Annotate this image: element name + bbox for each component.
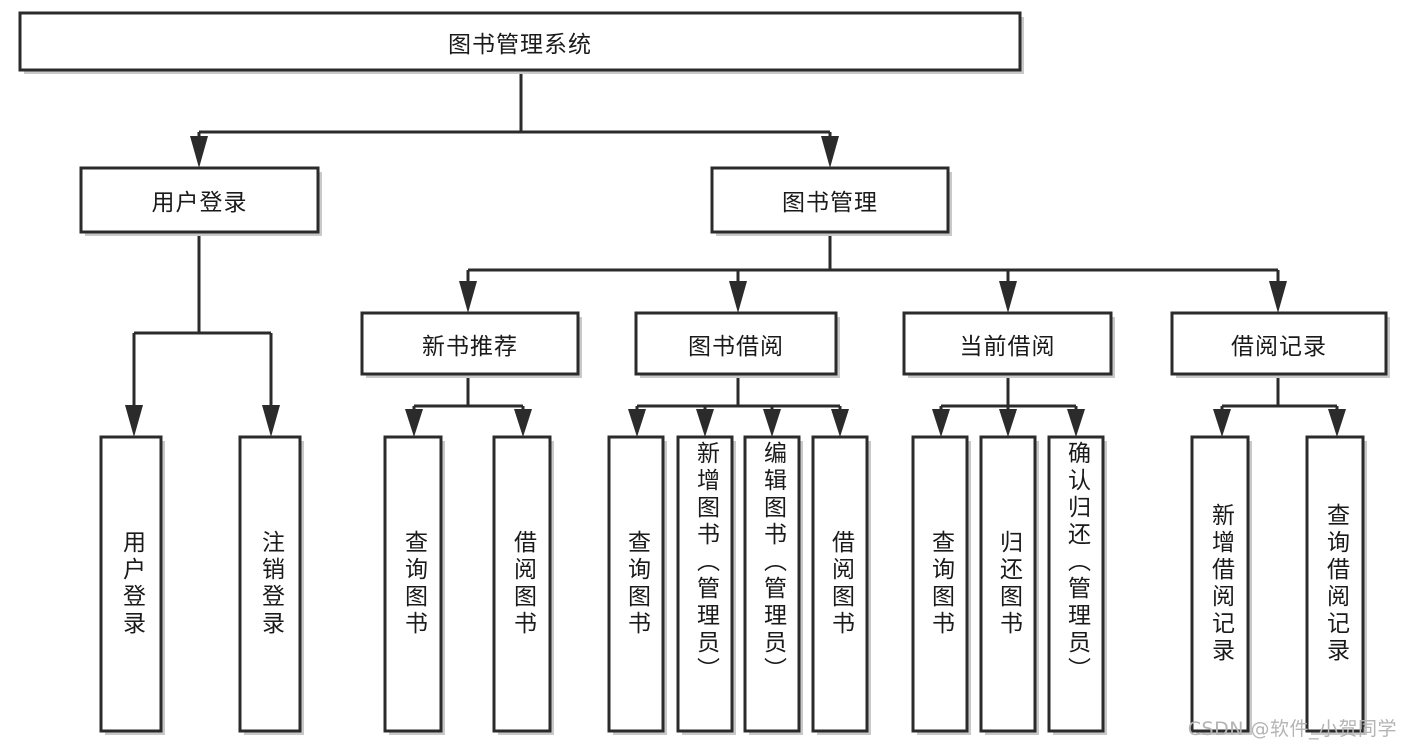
node-box-leaf-query-book-1[interactable]	[383, 435, 445, 735]
node-box-leaf-logout[interactable]	[238, 435, 304, 735]
node-box-new-book-recommend[interactable]	[360, 311, 582, 378]
node-box-leaf-query-record[interactable]	[1305, 435, 1367, 735]
node-box-book-borrow[interactable]	[634, 311, 840, 378]
arrow-head-icon	[459, 281, 477, 313]
node-box-leaf-query-book-2[interactable]	[607, 435, 667, 735]
node-box-current-borrow[interactable]	[902, 311, 1115, 378]
node-box-leaf-borrow-book-2[interactable]	[811, 435, 871, 735]
node-box-leaf-query-book-3[interactable]	[911, 435, 971, 735]
arrow-head-icon	[1328, 409, 1346, 437]
node-box-leaf-confirm-return[interactable]	[1047, 435, 1107, 735]
arrow-head-icon	[405, 409, 423, 437]
node-box-leaf-add-book[interactable]	[676, 435, 736, 735]
arrow-head-icon	[190, 136, 208, 168]
arrow-head-icon	[763, 409, 781, 437]
arrow-head-icon	[628, 409, 646, 437]
node-box-leaf-user-login[interactable]	[99, 435, 165, 735]
arrow-head-icon	[831, 409, 849, 437]
connector-book-management-to-level2	[459, 232, 1287, 313]
watermark-text: CSDN @软件_小贺同学	[1187, 718, 1397, 740]
connector-user-login-to-leaves	[125, 232, 280, 437]
node-box-user-login[interactable]	[79, 166, 322, 236]
connector-root-to-level1	[190, 70, 839, 168]
node-box-leaf-add-record[interactable]	[1190, 435, 1252, 735]
arrow-head-icon	[1213, 409, 1231, 437]
node-box-leaf-edit-book[interactable]	[743, 435, 803, 735]
node-box-leaf-borrow-book-1[interactable]	[492, 435, 554, 735]
node-box-borrow-record[interactable]	[1170, 311, 1390, 378]
arrow-head-icon	[821, 136, 839, 168]
connector-borrow-record-to-leaves	[1213, 374, 1346, 437]
arrow-head-icon	[125, 405, 143, 437]
arrow-head-icon	[999, 409, 1017, 437]
arrow-head-icon	[932, 409, 950, 437]
arrow-head-icon	[729, 281, 747, 313]
arrow-head-icon	[514, 409, 532, 437]
arrow-head-icon	[1067, 409, 1085, 437]
arrow-head-icon	[262, 405, 280, 437]
arrow-head-icon	[696, 409, 714, 437]
connector-current-borrow-to-leaves	[932, 374, 1085, 437]
arrow-head-icon	[999, 281, 1017, 313]
node-box-leaf-return-book[interactable]	[979, 435, 1039, 735]
connector-book-borrow-to-leaves	[628, 374, 849, 437]
arrow-head-icon	[1269, 281, 1287, 313]
connector-new-book-recommend-to-leaves	[405, 374, 532, 437]
node-box-root[interactable]	[18, 11, 1024, 74]
node-box-book-management[interactable]	[710, 166, 952, 236]
